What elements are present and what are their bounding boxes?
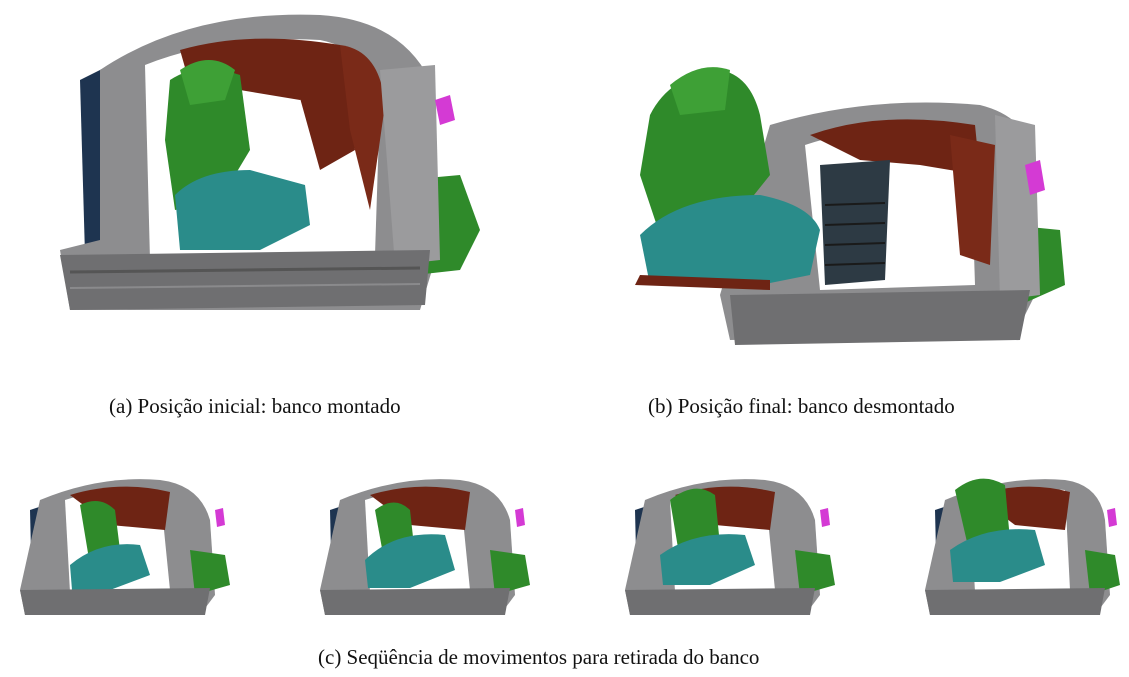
caption-a: (a) Posição inicial: banco montado bbox=[109, 394, 401, 418]
car-seat-disassembled-image bbox=[635, 67, 1065, 345]
seat-frame-grid bbox=[820, 160, 890, 285]
sequence-frame-3 bbox=[615, 470, 855, 620]
sequence-image-1 bbox=[20, 479, 230, 615]
sequence-frame-1 bbox=[10, 470, 250, 620]
seat-cushion-removed bbox=[640, 195, 820, 285]
sequence-image-2 bbox=[320, 479, 530, 615]
seat-cushion bbox=[175, 170, 310, 250]
door-sill bbox=[60, 250, 430, 310]
panel-b-final bbox=[620, 55, 1100, 355]
sequence-image-3 bbox=[625, 479, 835, 615]
caption-c: (c) Seqüência de movimentos para retirad… bbox=[318, 645, 760, 669]
sequence-frame-4 bbox=[915, 470, 1125, 620]
seat-back-removed bbox=[640, 70, 770, 235]
sequence-image-4 bbox=[925, 478, 1120, 615]
door-sill bbox=[730, 290, 1030, 345]
car-seat-assembled-image bbox=[60, 14, 480, 310]
sequence-frame-2 bbox=[310, 470, 550, 620]
magenta-accent bbox=[435, 95, 455, 125]
interior-trim bbox=[810, 119, 980, 175]
panel-a-initial bbox=[40, 10, 500, 340]
magenta-accent bbox=[1025, 160, 1045, 195]
caption-b: (b) Posição final: banco desmontado bbox=[648, 394, 955, 418]
